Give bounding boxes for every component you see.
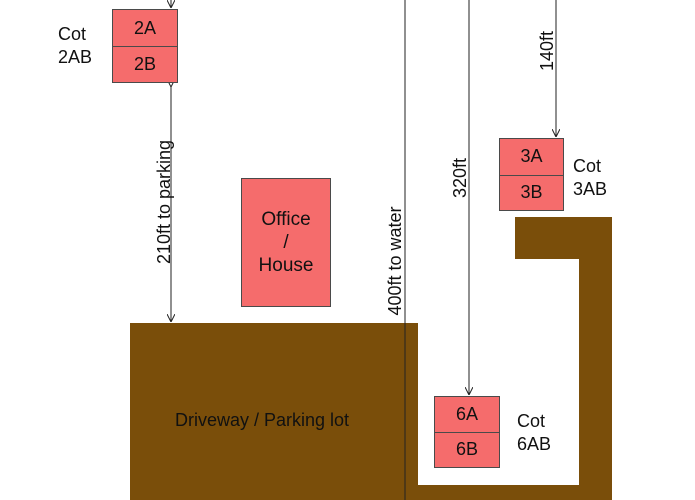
cot-2-label-line2: 2AB [58, 47, 93, 67]
unit-2b: 2B [133, 53, 157, 74]
water-distance-label: 400ft to water [385, 206, 405, 316]
parking-lot-label: Driveway / Parking lot [175, 410, 350, 430]
unit-6a: 6A [435, 397, 499, 433]
office-label-line2: / [283, 232, 289, 253]
cot-6-building: 6A 6B [434, 396, 500, 468]
path-bottom-bar [400, 485, 612, 500]
cot-2-building: 2A 2B [112, 9, 178, 83]
d140-label: 140ft [537, 30, 557, 72]
cot-6-label-line1: Cot [517, 411, 546, 431]
parking-lot-area [130, 323, 418, 500]
path-right-column [579, 217, 612, 500]
unit-6b: 6B [455, 439, 479, 459]
cot-3-label-line1: Cot [573, 156, 602, 176]
unit-3a: 3A [500, 139, 563, 176]
unit-3b: 3B [520, 181, 543, 202]
unit-2a: 2A [113, 10, 177, 47]
d320-label: 320ft [450, 157, 470, 199]
parking-distance-label: 210ft to parking [154, 139, 174, 265]
cot-6-label-line2: 6AB [517, 434, 552, 454]
office-label-line1: Office [261, 209, 311, 230]
office-house-building: Office / House [241, 178, 331, 307]
cot-2-label-line1: Cot [58, 24, 87, 44]
cot-3-building: 3A 3B [499, 138, 564, 211]
office-label-line3: House [258, 255, 314, 276]
cot-3-label-line2: 3AB [573, 179, 608, 199]
